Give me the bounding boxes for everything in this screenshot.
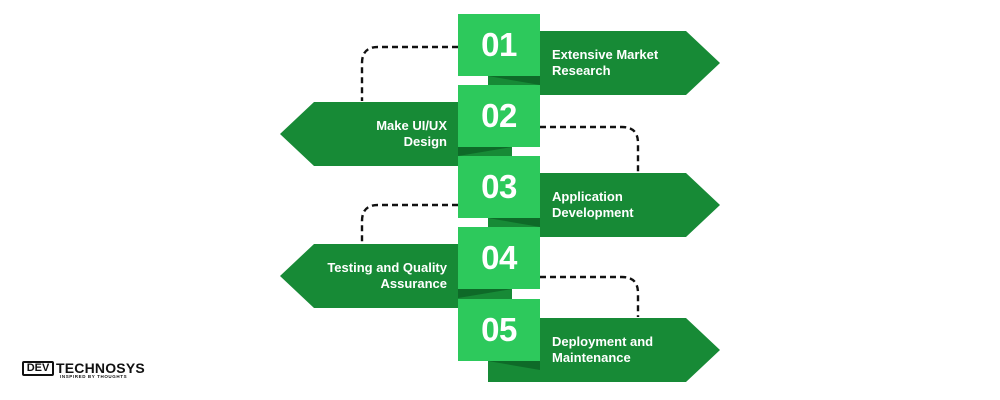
step-title-line: Extensive Market [552, 47, 659, 62]
step-number-box-4 [458, 227, 540, 289]
step-title-line: Design [403, 134, 447, 149]
step-arrow-2 [280, 102, 512, 166]
connector-line-2 [540, 125, 640, 172]
connector-line-4 [540, 275, 640, 317]
step-arrow-5 [488, 318, 720, 382]
step-fold-4 [458, 289, 512, 298]
step-fold-5 [488, 361, 540, 370]
step-number-box-2 [458, 85, 540, 147]
step-title-line: Assurance [380, 276, 447, 291]
step-fold-3 [488, 218, 540, 227]
connector-line-1 [360, 45, 458, 101]
step-number-3: 03 [481, 168, 517, 205]
step-arrow-4 [280, 244, 512, 308]
step-arrow-1 [488, 31, 720, 95]
step-number-5: 05 [481, 311, 517, 348]
step-title-line: Maintenance [552, 350, 631, 365]
step-title-line: Deployment and [552, 334, 654, 349]
step-title-line: Development [552, 205, 634, 220]
step-title-line: Application [552, 189, 623, 204]
step-title-line: Testing and Quality [327, 260, 447, 275]
step-number-1: 01 [481, 26, 517, 63]
logo-dev-mark: DEV [22, 361, 54, 376]
connector-line-3 [360, 203, 458, 243]
step-title-line: Make UI/UX [376, 118, 447, 133]
step-number-2: 02 [481, 97, 517, 134]
step-number-box-1 [458, 14, 540, 76]
step-title-line: Research [552, 63, 611, 78]
logo-tagline: INSPIRED BY THOUGHTS [60, 374, 128, 379]
step-number-box-5 [458, 299, 540, 361]
logo-wordmark: TECHNOSYS [56, 360, 145, 376]
step-number-4: 04 [481, 239, 517, 276]
step-arrow-3 [488, 173, 720, 237]
step-fold-2 [458, 147, 512, 156]
step-fold-1 [488, 76, 540, 85]
step-number-box-3 [458, 156, 540, 218]
